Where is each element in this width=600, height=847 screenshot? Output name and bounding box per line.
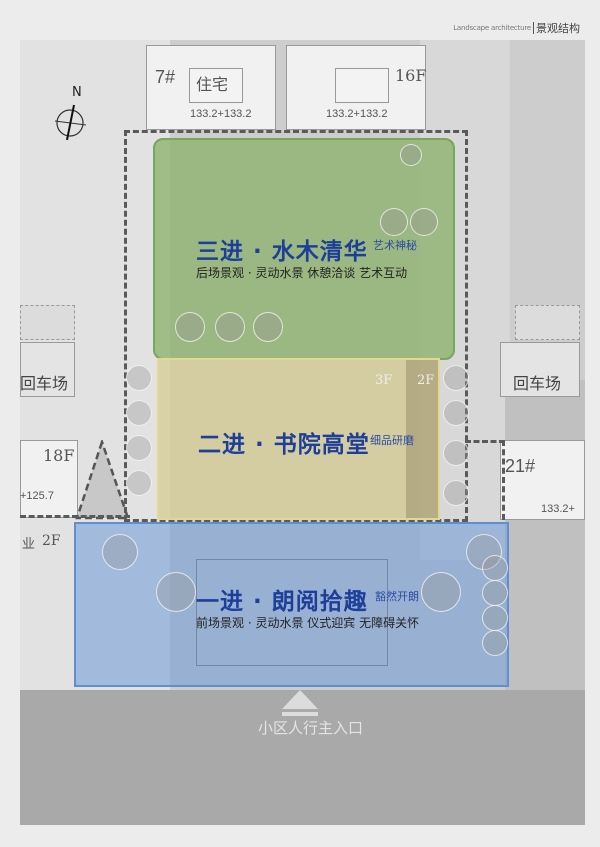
- tree-icon: [215, 312, 245, 342]
- building-7-area: 133.2+133.2: [190, 108, 252, 120]
- building-7-type: 住宅: [196, 75, 229, 94]
- tree-icon: [126, 365, 152, 391]
- building-7-number: 7#: [155, 67, 176, 87]
- tree-icon: [126, 400, 152, 426]
- header-divider: [533, 22, 534, 34]
- zone-first-courtyard: [74, 522, 509, 687]
- zone-second-courtyard: [157, 358, 440, 520]
- left-turnaround-label: 回车场: [20, 374, 69, 393]
- tree-icon: [421, 572, 461, 612]
- left-parking-stalls: [20, 305, 75, 340]
- building-left-2f-floors: 2F: [42, 533, 61, 549]
- zone-third-courtyard: [153, 138, 455, 360]
- building-top-right-area: 133.2+133.2: [326, 108, 388, 120]
- building-left-2f-prefix: 业: [22, 537, 36, 552]
- building-top-right-core: [335, 68, 389, 103]
- building-21-area: 133.2+: [541, 503, 575, 515]
- zone-2-title: 二进 · 书院高堂: [198, 432, 370, 458]
- entrance-arrow-icon: [280, 690, 320, 716]
- tree-icon: [482, 630, 508, 656]
- clubhouse-floors-a: 3F: [375, 373, 393, 388]
- page-header: Landscape architecture 景观结构: [453, 20, 580, 36]
- entrance-plaza: [196, 559, 388, 666]
- zone-3-tag: 艺术神秘: [373, 239, 417, 252]
- boundary-right-step: [465, 440, 505, 520]
- zone-3-title: 三进 · 水木清华: [196, 239, 368, 265]
- building-18-area: +125.7: [20, 490, 54, 502]
- right-turnaround: [500, 342, 580, 397]
- zone-3-subtitle: 后场景观 · 灵动水景 休憩洽谈 艺术互动: [196, 266, 408, 280]
- header-subtitle-en: Landscape architecture: [453, 24, 531, 32]
- building-21-number: 21#: [505, 456, 536, 476]
- tree-icon: [482, 580, 508, 606]
- tree-icon: [126, 435, 152, 461]
- tree-icon: [443, 440, 469, 466]
- zone-1-tag: 豁然开朗: [375, 590, 419, 603]
- clubhouse-floors-b: 2F: [417, 373, 435, 388]
- zone-1-subtitle: 前场景观 · 灵动水景 仪式迎宾 无障碍关怀: [196, 616, 420, 630]
- tree-icon: [175, 312, 205, 342]
- site-right-paving: [505, 380, 585, 690]
- site-boundary-dashed: [124, 130, 468, 522]
- tree-icon: [443, 400, 469, 426]
- tree-icon: [443, 480, 469, 506]
- zone-1-title: 一进 · 朗阅拾趣: [196, 589, 368, 615]
- header-title: 景观结构: [536, 22, 580, 35]
- building-7-core: [189, 68, 243, 103]
- building-top-right-floors: 16F: [395, 66, 427, 85]
- compass-north-label: N: [72, 85, 82, 100]
- clubhouse-wing: [406, 360, 438, 518]
- triangle-boundary: [75, 438, 130, 520]
- right-turnaround-label: 回车场: [513, 374, 562, 393]
- compass-icon: N: [52, 85, 92, 141]
- tree-icon: [482, 555, 508, 581]
- zone-2-tag: 细品研磨: [370, 434, 414, 447]
- tree-icon: [380, 208, 408, 236]
- building-18-floors: 18F: [43, 446, 75, 465]
- tree-icon: [126, 470, 152, 496]
- tree-icon: [482, 605, 508, 631]
- left-turnaround: [20, 342, 75, 397]
- tree-icon: [102, 534, 138, 570]
- tree-icon: [400, 144, 422, 166]
- tree-icon: [156, 572, 196, 612]
- building-21: [500, 440, 585, 520]
- tree-icon: [253, 312, 283, 342]
- boundary-left-extension: [20, 515, 130, 518]
- tree-icon: [443, 365, 469, 391]
- entrance-label: 小区人行主入口: [258, 719, 364, 737]
- right-parking-stalls: [515, 305, 580, 340]
- tree-icon: [410, 208, 438, 236]
